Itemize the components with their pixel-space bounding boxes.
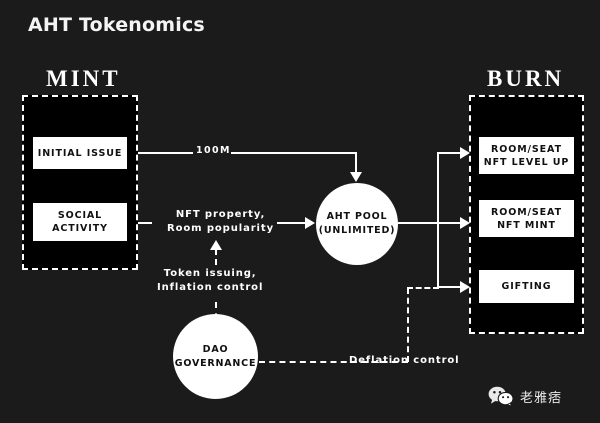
edge-initial-issue-segment-a <box>138 152 193 154</box>
edge-initial-issue-segment-b <box>231 152 357 154</box>
edge-gifting-arrowhead <box>460 281 470 293</box>
node-room-seat-nft-mint-line2: NFT Mint <box>497 219 556 231</box>
node-aht-pool-line1: AHT pool <box>326 211 388 222</box>
edge-deflation-dashed-to-bus <box>407 287 439 289</box>
edge-levelup-arrowhead <box>460 147 470 159</box>
edge-deflation-dashed-vertical <box>407 288 409 362</box>
edge-label-100m: 100M <box>196 145 231 156</box>
node-aht-pool[interactable]: AHT pool (UNLIMITED) <box>316 183 398 265</box>
edge-deflation-dashed-horizontal <box>259 361 408 363</box>
node-social-activity[interactable]: Social activity <box>33 203 127 241</box>
edge-label-token-issuing-line1: Token issuing, <box>163 268 257 279</box>
watermark: 老雅痞 <box>488 386 562 407</box>
edge-label-token-issuing: Token issuing, Inflation control <box>157 267 263 295</box>
burn-section-heading: BURN <box>487 66 565 91</box>
mint-section-heading: MINT <box>46 66 121 91</box>
node-room-seat-nft-level-up-line1: Room/Seat <box>491 143 562 155</box>
node-room-seat-nft-level-up-label: Room/Seat NFT level up <box>484 143 569 169</box>
edge-nftmint-arrowhead <box>460 217 470 229</box>
edge-initial-issue-arrowhead <box>350 172 362 182</box>
edge-label-nft-property-line1: NFT property, <box>175 209 266 220</box>
node-initial-issue-label: Initial issue <box>37 147 123 159</box>
node-dao-governance-line1: DAO <box>202 343 229 355</box>
edge-burn-bus-vertical <box>437 152 439 287</box>
node-aht-pool-line2: (UNLIMITED) <box>318 225 396 236</box>
node-room-seat-nft-mint-line1: Room/Seat <box>491 206 562 218</box>
mint-group-box <box>22 95 138 270</box>
edge-initial-issue-vertical <box>355 152 357 174</box>
page-title: AHT Tokenomics <box>28 14 205 36</box>
edge-pool-to-bus <box>398 222 438 224</box>
edge-bus-to-levelup <box>437 152 465 154</box>
node-dao-governance-line2: Governance <box>174 357 257 369</box>
edge-label-nft-property: NFT property, Room popularity <box>167 208 274 236</box>
edge-token-issuing-arrowhead <box>210 240 222 250</box>
node-social-activity-line2: activity <box>52 223 108 234</box>
edge-label-token-issuing-line2: Inflation control <box>157 282 264 293</box>
edge-bus-to-gifting <box>437 286 465 288</box>
node-gifting[interactable]: Gifting <box>479 270 574 303</box>
node-gifting-label: Gifting <box>501 281 552 292</box>
node-room-seat-nft-level-up[interactable]: Room/Seat NFT level up <box>479 137 574 174</box>
node-room-seat-nft-level-up-line2: NFT level up <box>483 156 570 168</box>
node-room-seat-nft-mint[interactable]: Room/Seat NFT Mint <box>479 200 574 237</box>
watermark-text: 老雅痞 <box>520 391 563 406</box>
node-initial-issue[interactable]: Initial issue <box>33 137 127 169</box>
edge-social-activity-stub <box>138 222 152 224</box>
node-room-seat-nft-mint-label: Room/Seat NFT Mint <box>491 206 562 232</box>
edge-bus-to-nftmint <box>437 222 465 224</box>
edge-label-deflation-control: Deflation control <box>349 355 460 366</box>
edge-social-activity-arrowhead <box>305 217 315 229</box>
edge-token-issuing-dashed-lower <box>215 302 217 342</box>
edge-label-nft-property-line2: Room popularity <box>167 223 274 234</box>
edge-token-issuing-dashed-upper <box>215 249 217 265</box>
node-social-activity-line1: Social <box>57 210 103 221</box>
wechat-icon <box>488 386 514 407</box>
node-social-activity-label: Social activity <box>52 209 108 235</box>
edge-social-activity-to-pool <box>277 222 311 224</box>
